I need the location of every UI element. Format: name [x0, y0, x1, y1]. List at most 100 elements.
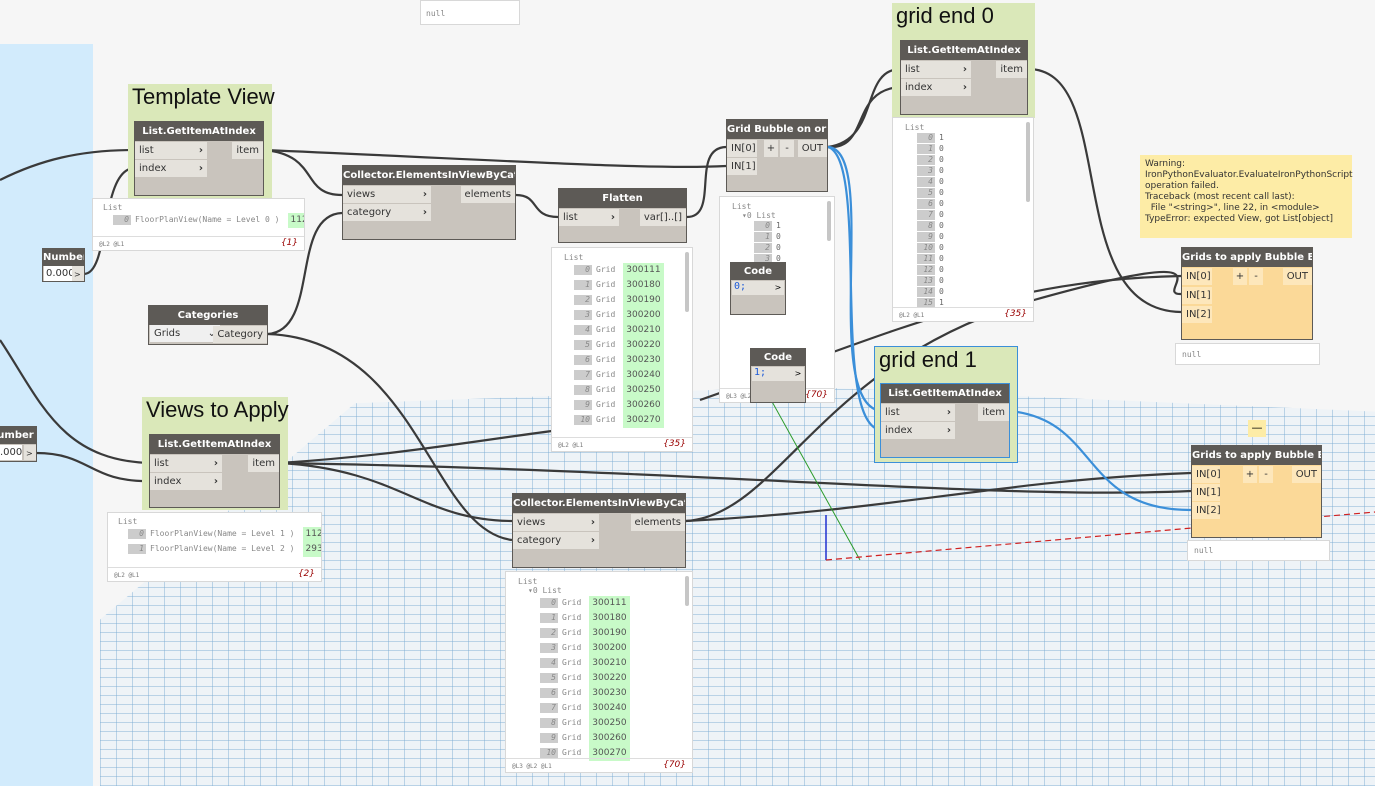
wire-selected: [1009, 409, 1192, 512]
port-views[interactable]: views›: [343, 186, 431, 203]
preview-end1-null: null: [1187, 540, 1330, 561]
category-dropdown[interactable]: Grids⌄: [150, 325, 220, 342]
node-bubble-end-0[interactable]: Grids to apply Bubble End 0 IN[0] IN[1] …: [1181, 247, 1313, 340]
code-input[interactable]: 0;: [732, 281, 772, 295]
node-number[interactable]: Number 0.000 >: [42, 248, 85, 282]
node-code-block-1[interactable]: Code Block1;>: [750, 348, 806, 403]
port-in1[interactable]: IN[1]: [727, 158, 757, 175]
background-3d-grid: [100, 386, 1375, 786]
port-category[interactable]: category›: [513, 532, 599, 549]
port-index[interactable]: index›: [135, 160, 207, 177]
port-in0[interactable]: IN[0]: [1182, 268, 1212, 285]
port-item[interactable]: item: [232, 142, 263, 159]
remove-input-button[interactable]: -: [1259, 466, 1273, 483]
port-index[interactable]: index›: [881, 422, 955, 439]
node-get-item-end1[interactable]: List.GetItemAtIndex list› index› item: [880, 383, 1010, 458]
node-code-block-0[interactable]: Code Block0;>: [730, 262, 786, 315]
node-get-item-end0[interactable]: List.GetItemAtIndex list› index› item: [900, 40, 1028, 115]
port-category-out[interactable]: Category: [213, 326, 267, 343]
port-index[interactable]: index›: [901, 79, 971, 96]
port-item[interactable]: item: [996, 61, 1027, 78]
warning-line: TypeError: expected View, got List[objec…: [1145, 214, 1334, 224]
warning-line: Traceback (most recent call last):: [1145, 192, 1295, 202]
port-category[interactable]: category›: [343, 204, 431, 221]
group-title: Template View: [132, 84, 275, 109]
port-in1[interactable]: IN[1]: [1182, 287, 1212, 304]
wire: [263, 148, 343, 197]
warning-line: Warning:: [1145, 159, 1186, 169]
node-categories[interactable]: Categories Grids⌄ Category: [148, 305, 268, 345]
node-collector-1[interactable]: Collector.ElementsInViewByCategory views…: [342, 165, 516, 240]
port-item[interactable]: item: [248, 455, 279, 472]
number-input[interactable]: .000: [0, 445, 22, 460]
port-out[interactable]: OUT: [1282, 268, 1312, 285]
add-input-button[interactable]: +: [1233, 268, 1247, 285]
port-list[interactable]: list›: [881, 404, 955, 421]
wire: [279, 428, 561, 465]
port-elements[interactable]: elements: [460, 186, 515, 203]
port-in2[interactable]: IN[2]: [1182, 306, 1212, 323]
wire: [267, 332, 513, 542]
node-get-item-template[interactable]: List.GetItemAtIndex list› index› item: [134, 121, 264, 196]
node-flatten[interactable]: Flatten list› var[]..[]: [558, 188, 687, 243]
port-var[interactable]: var[]..[]: [639, 209, 686, 226]
wire: [35, 451, 150, 483]
port-views[interactable]: views›: [513, 514, 599, 531]
port-item[interactable]: item: [978, 404, 1009, 421]
node-bubble-end-1[interactable]: Grids to apply Bubble End 1 IN[0] IN[1] …: [1191, 445, 1322, 538]
tooltip-indicator[interactable]: —: [1248, 420, 1266, 437]
port-list[interactable]: list›: [559, 209, 619, 226]
node-grid-bubble[interactable]: Grid Bubble on or off IN[0] IN[1] + - OU…: [726, 119, 828, 192]
port-in0[interactable]: IN[0]: [1192, 466, 1221, 483]
add-input-button[interactable]: +: [1243, 466, 1257, 483]
port-index[interactable]: index›: [150, 473, 222, 490]
node-get-item-views[interactable]: List.GetItemAtIndex list› index› item: [149, 434, 280, 508]
remove-input-button[interactable]: -: [780, 140, 794, 157]
wire: [515, 193, 559, 219]
port-in1[interactable]: IN[1]: [1192, 484, 1221, 501]
code-input[interactable]: 1;: [752, 367, 792, 381]
port-elements[interactable]: elements: [630, 514, 685, 531]
number-input[interactable]: 0.000: [44, 266, 75, 281]
number-output[interactable]: >: [72, 266, 84, 281]
wire: [827, 67, 901, 149]
wire: [263, 148, 727, 168]
node-collector-2[interactable]: Collector.ElementsInViewByCategory views…: [512, 493, 686, 568]
add-input-button[interactable]: +: [764, 140, 778, 157]
number-output[interactable]: >: [24, 445, 36, 460]
wire-selected: [827, 145, 881, 432]
warning-line: operation failed.: [1145, 181, 1219, 191]
port-in2[interactable]: IN[2]: [1192, 502, 1221, 519]
port-out[interactable]: OUT: [797, 140, 827, 157]
wire: [827, 85, 901, 149]
axis-y-line: [759, 379, 861, 561]
port-out[interactable]: OUT: [1291, 466, 1321, 483]
remove-input-button[interactable]: -: [1249, 268, 1263, 285]
port-in0[interactable]: IN[0]: [727, 140, 757, 157]
node-number-left[interactable]: umber .000 >: [0, 426, 37, 462]
preview-end0-null: null: [1175, 343, 1320, 365]
warning-line: IronPythonEvaluator.EvaluateIronPythonSc…: [1145, 170, 1353, 180]
port-list[interactable]: list›: [135, 142, 207, 159]
port-list[interactable]: list›: [150, 455, 222, 472]
wire: [279, 461, 513, 523]
port-list[interactable]: list›: [901, 61, 971, 78]
